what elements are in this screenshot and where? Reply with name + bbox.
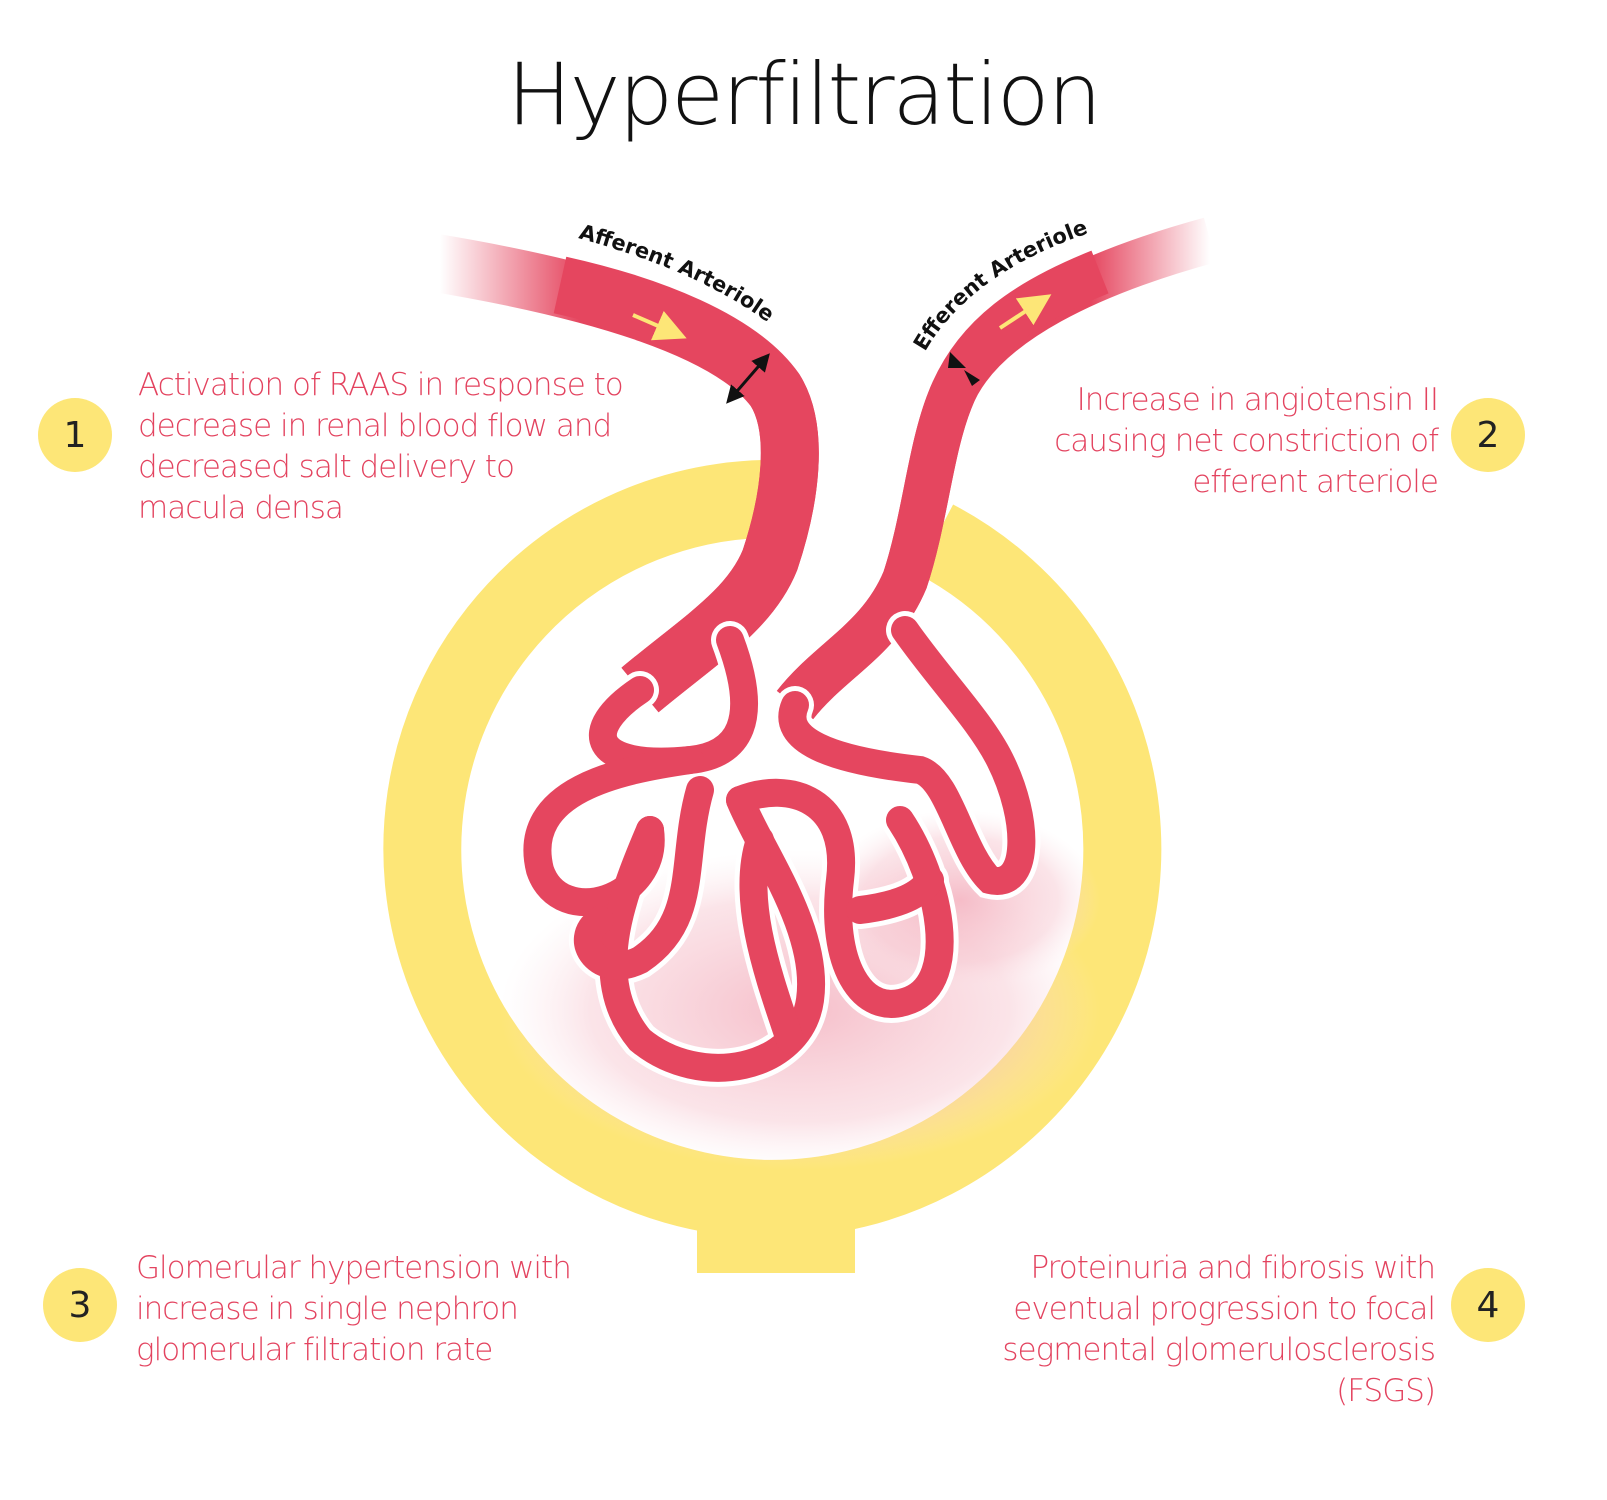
bowman-capsule <box>383 459 1162 1238</box>
step-3-badge: 3 <box>43 1268 117 1342</box>
step-1-badge: 1 <box>38 398 112 472</box>
capsule-outlet <box>697 1215 855 1273</box>
step-4-badge: 4 <box>1451 1268 1525 1342</box>
step-1-text: Activation of RAAS in response to decrea… <box>138 367 624 526</box>
capillary-tuft <box>518 611 1041 1087</box>
dilation-arrow-icon <box>726 353 770 404</box>
flow-arrow-icon <box>632 310 687 341</box>
diagram-title: Hyperfiltration <box>507 45 1102 145</box>
flow-arrow-icon <box>998 294 1052 330</box>
constriction-arrow-icon <box>948 352 980 386</box>
step-2-text: Increase in angiotensin II causing net c… <box>1054 382 1439 500</box>
step-4-text: Proteinuria and fibrosis with eventual p… <box>1002 1250 1436 1409</box>
step-2-badge: 2 <box>1451 398 1525 472</box>
step-3-text: Glomerular hypertension with increase in… <box>136 1250 572 1368</box>
